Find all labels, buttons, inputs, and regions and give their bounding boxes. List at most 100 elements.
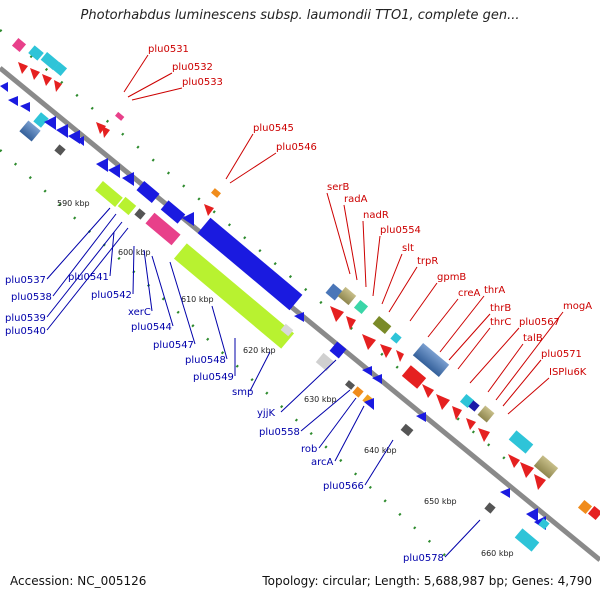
gene-box [477,405,495,423]
gene-arrow [396,350,404,362]
kbp-tick-label: 590 kbp [57,199,90,208]
reverse-gene-label: yjjK [257,408,275,419]
gene-arrow [330,306,344,322]
label-leader-line [46,207,111,280]
gene-arrow [280,294,292,308]
forward-strand-features [11,37,600,521]
gene-arrow [76,136,84,146]
reverse-gene-label: rob [301,444,317,455]
reverse-gene-label: arcA [311,457,334,468]
label-leader-line [151,255,174,327]
gene-arrow [204,204,214,216]
gene-arrow [8,96,18,106]
label-leader-line [364,439,394,486]
reverse-gene-label: plu0538 [11,292,52,303]
reverse-gene-label: plu0566 [323,481,364,492]
reverse-gene-labels: plu0537plu0538plu0539plu0540plu0541plu05… [5,207,481,564]
gene-arrow [526,508,538,522]
gene-box [160,200,186,224]
gene-arrow [44,116,56,130]
forward-gene-labels: plu0531plu0532plu0533plu0545plu0546serBr… [123,44,592,415]
label-leader-line [132,245,135,295]
gene-box [315,352,335,372]
reverse-gene-label: plu0558 [259,427,300,438]
reverse-gene-label: plu0547 [153,340,194,351]
gene-box [325,283,343,301]
forward-gene-label: plu0533 [182,77,223,88]
forward-gene-label: thrB [490,303,511,314]
map-title: Photorhabdus luminescens subsp. laumondi… [80,8,520,23]
gene-box [28,45,44,61]
label-leader-line [123,54,149,93]
label-leader-line [225,133,254,180]
label-leader-line [444,519,481,558]
gene-arrow [364,398,374,410]
label-leader-line [211,305,228,360]
kbp-tick-label: 620 kbp [243,346,276,355]
forward-gene-label: plu0571 [541,349,582,360]
forward-gene-label: plu0554 [380,225,421,236]
forward-gene-label: ISPlu6K [549,367,587,378]
reverse-gene-label: plu0541 [68,272,109,283]
gene-box [134,208,146,220]
gene-arrow [534,474,546,490]
label-leader-line [495,311,564,401]
gene-box [401,365,427,389]
gene-arrow [20,102,30,112]
gene-box [514,528,540,552]
reverse-gene-label: plu0540 [5,326,46,337]
gene-arrow [508,454,520,468]
gene-arrow [436,394,450,410]
gene-box [337,286,357,306]
label-leader-line [439,295,485,353]
gene-arrow [478,428,490,442]
gene-box [11,37,27,53]
gene-box [353,299,369,315]
gene-box [54,144,66,156]
gene-box [372,316,392,334]
gene-box [19,120,41,142]
gene-arrow [500,488,510,498]
gene-box [468,400,480,412]
reverse-gene-label: plu0542 [91,290,132,301]
label-leader-line [381,253,403,305]
label-leader-line [334,405,365,462]
kbp-tick-label: 610 kbp [181,295,214,304]
gene-arrow [68,130,80,144]
gene-box [211,188,221,198]
gene-arrow [294,312,304,322]
gene-arrow [0,82,8,92]
label-leader-line [362,220,367,288]
gene-box [508,430,534,454]
label-leader-line [46,221,123,318]
gene-box [52,61,68,77]
forward-gene-label: thrC [490,317,511,328]
label-leader-line [249,351,271,392]
gene-box [145,212,181,246]
gene-arrow [30,68,40,80]
label-leader-line [131,87,183,101]
forward-gene-label: trpR [417,256,438,267]
forward-gene-label: creA [458,288,481,299]
label-leader-line [372,235,381,297]
gene-box [400,423,414,437]
forward-gene-label: talB [523,333,543,344]
reverse-gene-label: plu0539 [5,313,46,324]
kbp-tick-label: 640 kbp [364,446,397,455]
kbp-tick-label: 630 kbp [304,395,337,404]
label-leader-line [169,261,196,345]
gene-arrow [380,344,392,358]
gene-arrow [520,462,534,478]
accession-label: Accession: NC_005126 [10,574,147,588]
gene-box [115,111,125,121]
gene-box [345,380,355,390]
gene-box [533,455,559,479]
gene-arrow [122,172,134,186]
gene-box [197,217,303,311]
label-leader-line [300,389,351,432]
gene-arrow [452,406,462,420]
kbp-tick-label: 650 kbp [424,497,457,506]
gene-box [95,181,123,207]
